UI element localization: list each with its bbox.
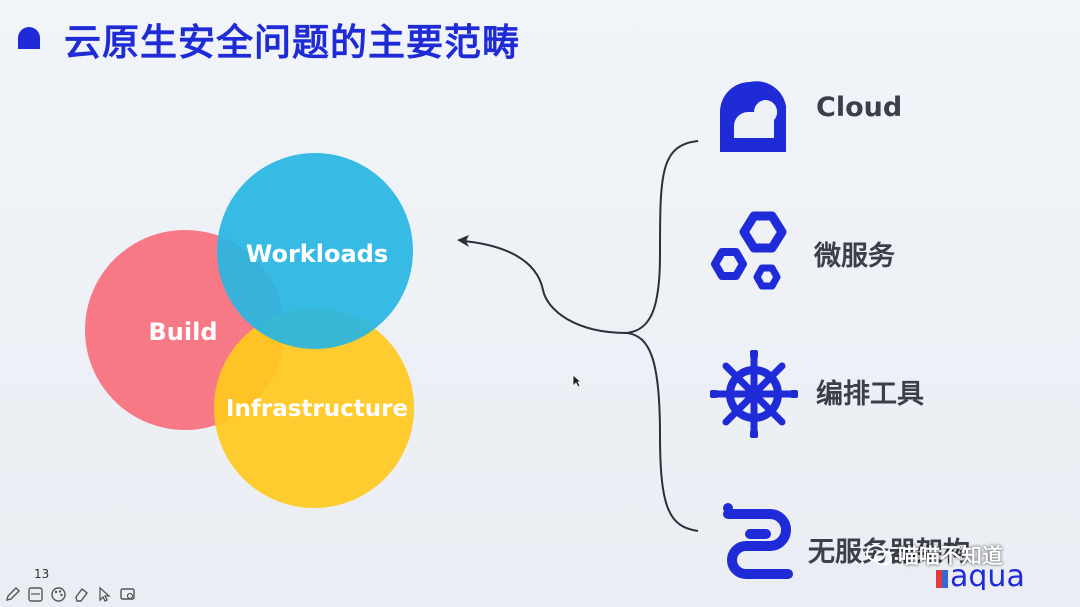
wechat-watermark: 喵喵不知道 bbox=[866, 540, 1003, 570]
venn-label-infrastructure: Infrastructure bbox=[226, 396, 408, 422]
pointer-tool-icon[interactable] bbox=[96, 586, 113, 603]
wechat-icon bbox=[866, 544, 892, 566]
screen-share-icon[interactable] bbox=[119, 586, 136, 603]
serverless-icon bbox=[723, 503, 793, 579]
venn-label-build: Build bbox=[148, 318, 217, 346]
helm-wheel-icon bbox=[710, 350, 798, 438]
mouse-pointer-icon bbox=[572, 374, 582, 388]
title-bullet-icon bbox=[18, 27, 40, 49]
microservices-icon bbox=[711, 211, 787, 290]
venn-label-workloads: Workloads bbox=[246, 240, 388, 268]
pen-tool-icon[interactable] bbox=[4, 586, 21, 603]
venn-diagram: Workloads Build Infrastructure bbox=[85, 153, 414, 508]
slide-title: 云原生安全问题的主要范畴 bbox=[64, 21, 520, 64]
category-label-orchestration: 编排工具 bbox=[816, 379, 924, 410]
svg-text:aqua: aqua bbox=[950, 559, 1025, 590]
page-number: 13 bbox=[34, 567, 50, 581]
presenter-toolbar bbox=[4, 586, 136, 604]
eraser-icon[interactable] bbox=[73, 586, 90, 603]
arrow-head-icon bbox=[457, 235, 469, 247]
cloud-icon bbox=[720, 81, 786, 152]
venn-circle-infrastructure bbox=[214, 308, 414, 508]
category-label-microservices: 微服务 bbox=[814, 241, 895, 272]
slides-view-icon[interactable] bbox=[27, 586, 44, 603]
watermark-text: 喵喵不知道 bbox=[898, 544, 1003, 568]
brace-connector bbox=[457, 140, 699, 532]
aqua-logo: aqua bbox=[936, 559, 1025, 590]
category-label-cloud: Cloud bbox=[816, 92, 903, 123]
palette-icon[interactable] bbox=[50, 586, 67, 603]
venn-circle-workloads bbox=[217, 153, 413, 349]
